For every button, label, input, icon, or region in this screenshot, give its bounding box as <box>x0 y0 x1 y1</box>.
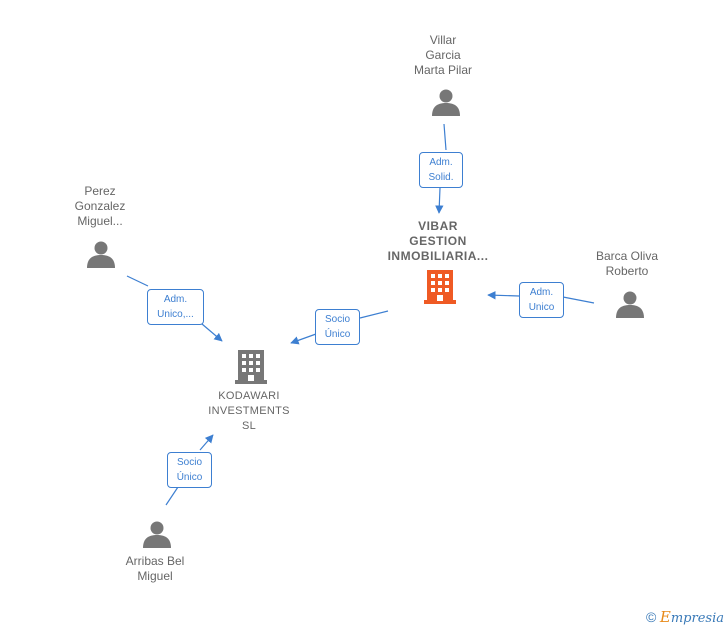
node-label-vibar[interactable]: VIBAR GESTION INMOBILIARIA... <box>387 219 489 263</box>
copyright-icon: © <box>645 609 657 625</box>
brand-logo-e: E <box>659 608 671 626</box>
node-label-perez[interactable]: Perez Gonzalez Miguel... <box>74 184 126 228</box>
edge-label-socio-unico-arribas: Socio Único <box>167 452 212 488</box>
edge-label-socio-unico-vibar: Socio Único <box>315 309 360 345</box>
person-icon[interactable] <box>432 89 460 117</box>
edge-vibar-kodawari <box>291 310 389 343</box>
building-icon[interactable] <box>424 270 456 304</box>
brand-watermark[interactable]: © Empresia <box>646 608 724 626</box>
node-label-villar[interactable]: Villar Garcia Marta Pilar <box>413 33 472 77</box>
building-icon[interactable] <box>235 350 267 384</box>
node-label-kodawari[interactable]: KODAWARI INVESTMENTS SL <box>208 390 290 432</box>
edge-arribas-kodawari <box>165 435 213 506</box>
node-label-arribas[interactable]: Arribas Bel Miguel <box>125 554 185 583</box>
edge-perez-kodawari <box>126 275 222 341</box>
edge-villar-vibar <box>439 123 446 213</box>
person-icon[interactable] <box>143 521 171 549</box>
brand-name: mpresia <box>670 611 724 626</box>
edge-barca-vibar <box>488 295 595 303</box>
edge-label-adm-solid: Adm. Solid. <box>419 152 463 188</box>
node-label-barca[interactable]: Barca Oliva Roberto <box>595 249 659 278</box>
person-icon[interactable] <box>616 291 644 319</box>
person-icon[interactable] <box>87 241 115 269</box>
edge-label-adm-unico-barca: Adm. Unico <box>519 282 564 318</box>
edge-label-adm-unico-perez: Adm. Unico,... <box>147 289 204 325</box>
